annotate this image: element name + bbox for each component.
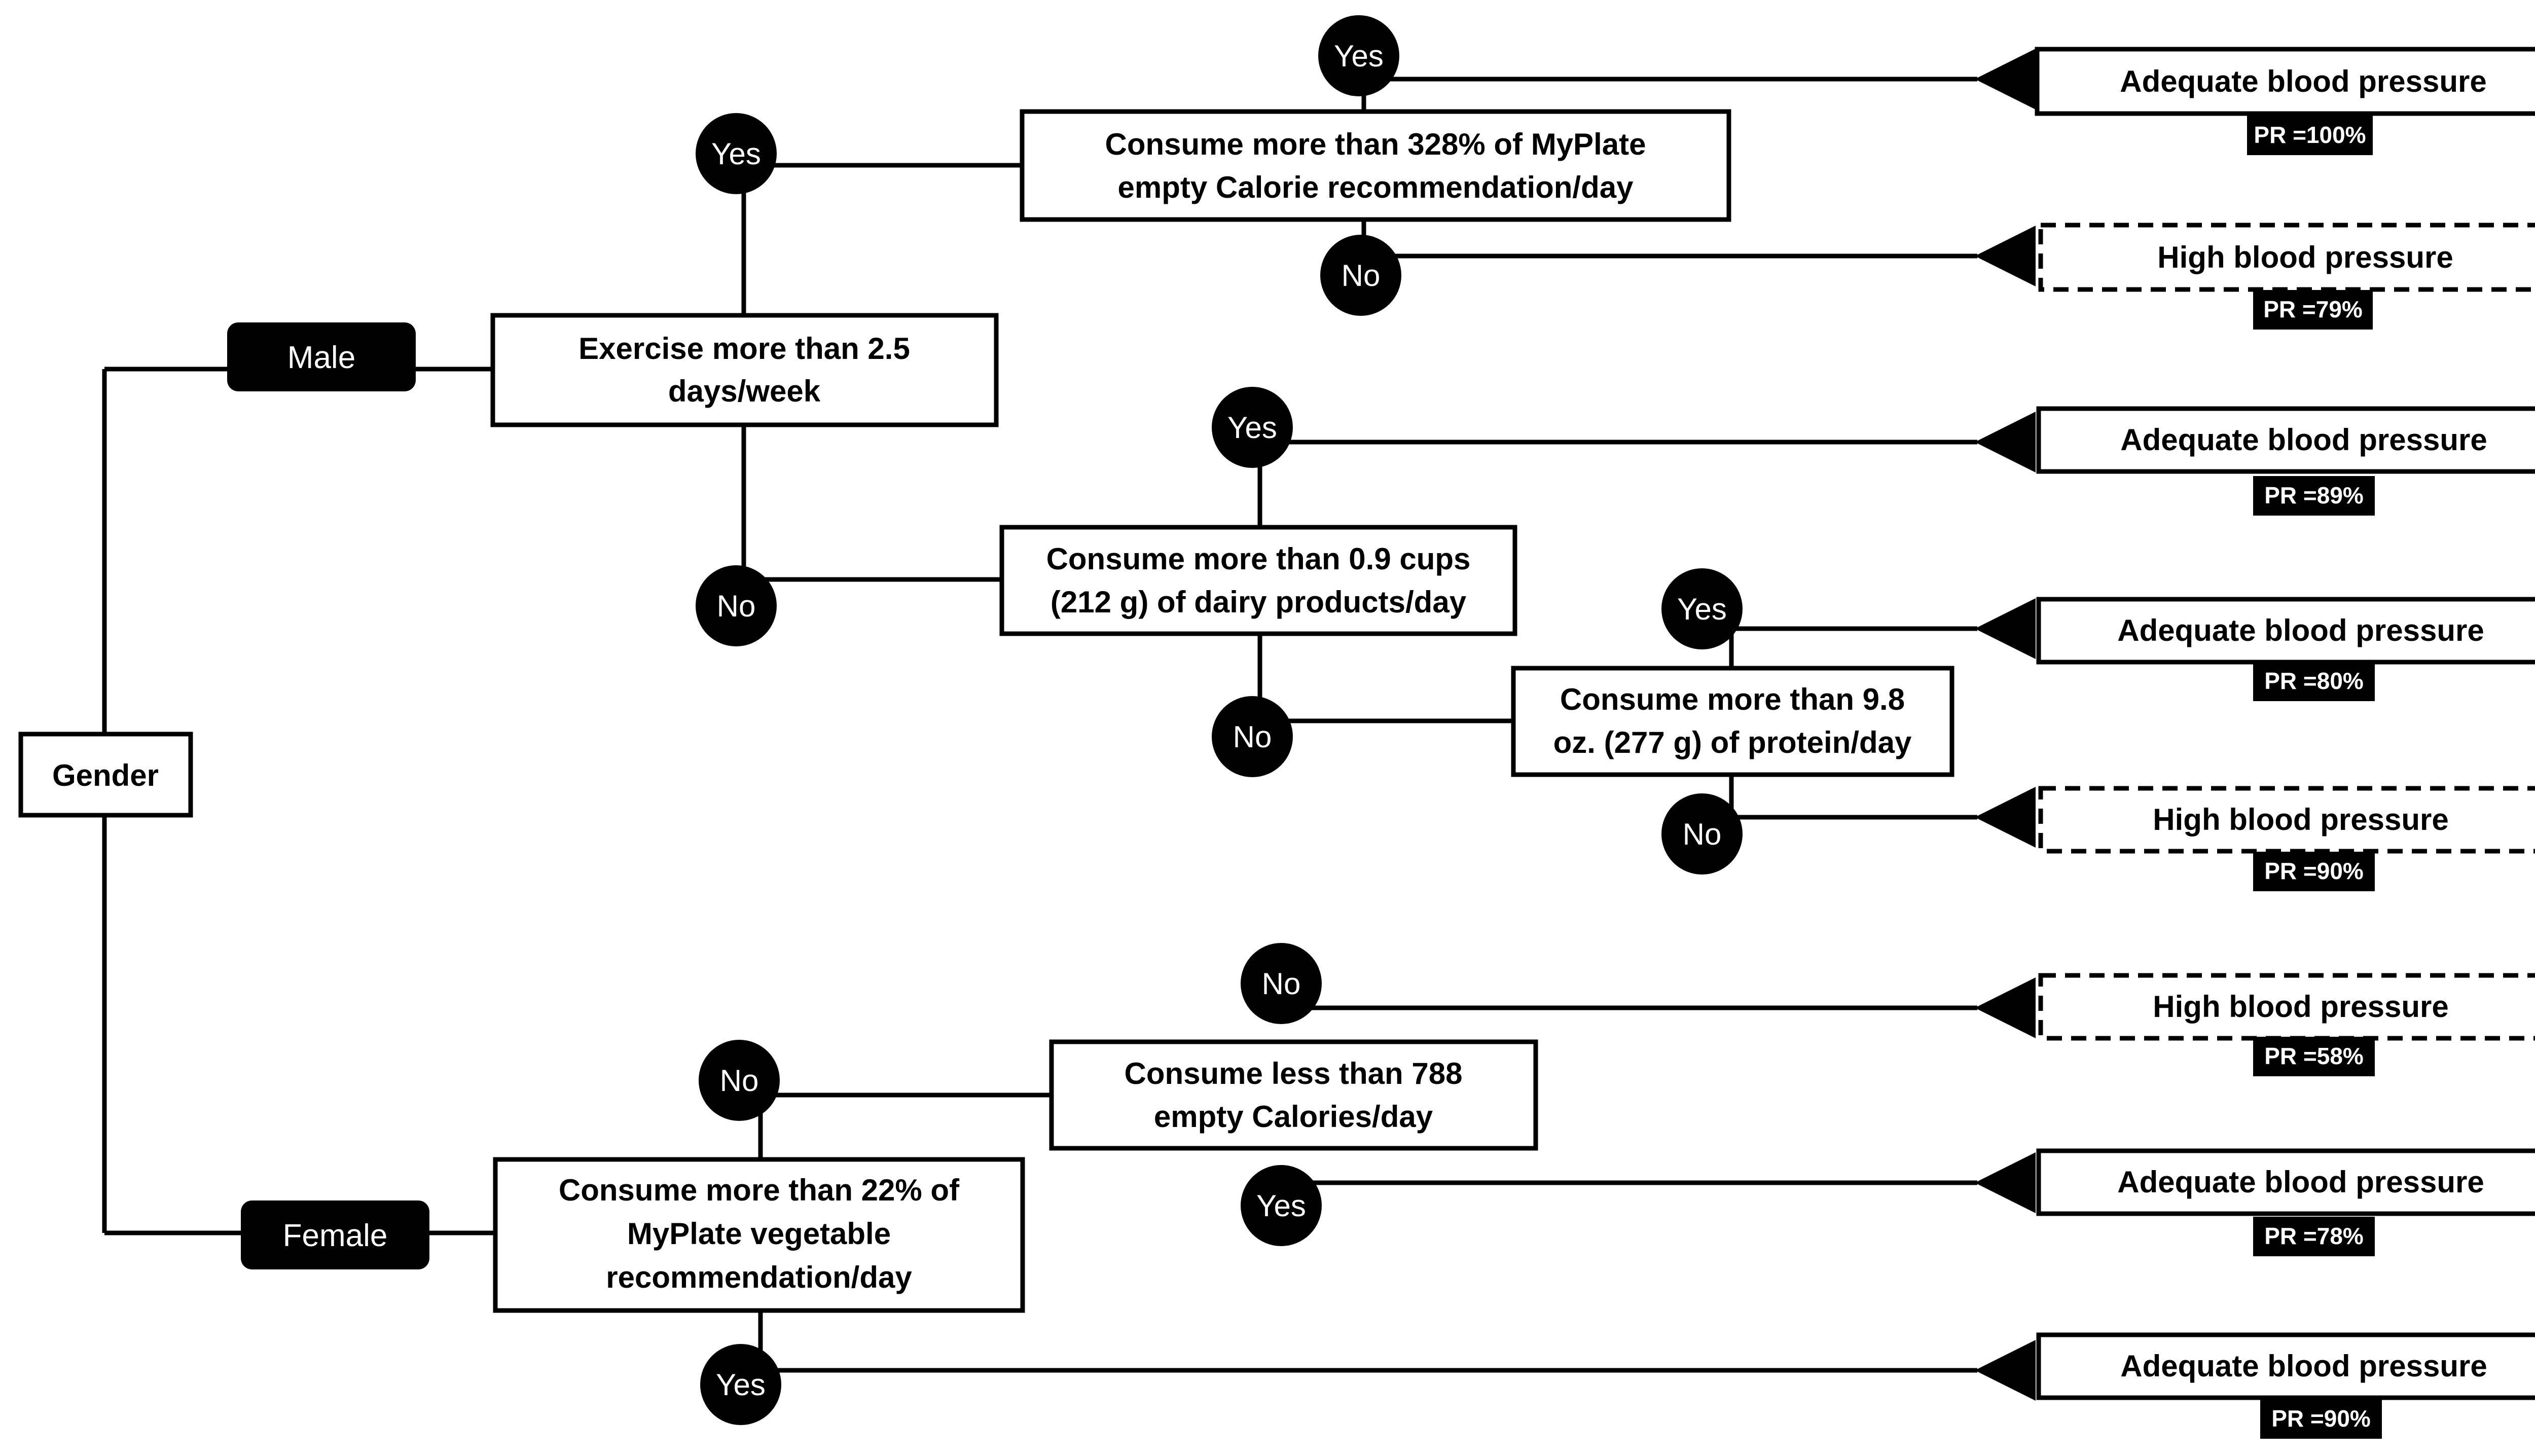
svg-text:No: No bbox=[1342, 259, 1381, 293]
svg-text:PR =89%: PR =89% bbox=[2264, 482, 2364, 508]
outcome-label-6: High blood pressure bbox=[2153, 990, 2448, 1024]
male-label: Male bbox=[287, 340, 355, 375]
empty-calorie-percent-yes-circle: Yes bbox=[1318, 15, 1399, 96]
protein-line-1: Consume more than 9.8 bbox=[1560, 682, 1905, 716]
svg-text:No: No bbox=[717, 589, 756, 623]
pr-badge-4: PR =80% bbox=[2253, 662, 2375, 701]
arrowhead-outcome-4 bbox=[1975, 598, 2036, 659]
outcome-box-1: Adequate blood pressure bbox=[2035, 47, 2535, 116]
outcome-label-7: Adequate blood pressure bbox=[2117, 1165, 2484, 1199]
dairy-no-circle: No bbox=[1212, 696, 1293, 777]
svg-text:Yes: Yes bbox=[1334, 39, 1384, 73]
svg-text:No: No bbox=[720, 1064, 759, 1098]
vegetable-line-1: Consume more than 22% of bbox=[559, 1173, 960, 1207]
female-label: Female bbox=[283, 1218, 388, 1253]
vegetable-line-3: recommendation/day bbox=[606, 1260, 912, 1294]
protein-yes-circle: Yes bbox=[1661, 568, 1743, 649]
outcome-label-1: Adequate blood pressure bbox=[2120, 64, 2486, 98]
answer-circles: Yes No Yes No Yes No Yes No bbox=[696, 15, 1743, 1425]
outcome-label-8: Adequate blood pressure bbox=[2120, 1349, 2487, 1383]
pr-badge-8: PR =90% bbox=[2260, 1399, 2382, 1439]
exercise-line-2: days/week bbox=[668, 374, 821, 408]
exercise-line-1: Exercise more than 2.5 bbox=[578, 332, 910, 366]
pr-badge-3: PR =89% bbox=[2253, 476, 2375, 516]
outcome-label-5: High blood pressure bbox=[2153, 803, 2448, 836]
outcome-label-3: Adequate blood pressure bbox=[2120, 423, 2487, 457]
protein-line-2: oz. (277 g) of protein/day bbox=[1553, 725, 1912, 759]
outcome-box-7: Adequate blood pressure bbox=[2036, 1148, 2535, 1216]
empty-calories-less-line-1: Consume less than 788 bbox=[1125, 1057, 1463, 1090]
pr-badges: PR =100% PR =79% PR =89% PR =80% PR =90%… bbox=[2247, 116, 2382, 1439]
svg-text:Yes: Yes bbox=[711, 137, 761, 171]
empty-calorie-percent-line-1: Consume more than 328% of MyPlate bbox=[1105, 127, 1646, 161]
outcome-box-2: High blood pressure bbox=[2038, 223, 2535, 292]
svg-text:Yes: Yes bbox=[716, 1368, 766, 1402]
pr-badge-7: PR =78% bbox=[2253, 1217, 2375, 1256]
empty-calories-less-decision-box: Consume less than 788 empty Calories/day bbox=[1049, 1039, 1538, 1151]
protein-no-circle: No bbox=[1661, 793, 1743, 875]
vegetable-line-2: MyPlate vegetable bbox=[627, 1217, 891, 1251]
pr-badge-1: PR =100% bbox=[2247, 116, 2373, 155]
svg-text:PR =90%: PR =90% bbox=[2271, 1405, 2371, 1432]
exercise-decision-box: Exercise more than 2.5 days/week bbox=[490, 313, 999, 427]
outcome-label-4: Adequate blood pressure bbox=[2117, 613, 2484, 647]
outcome-box-8: Adequate blood pressure bbox=[2036, 1332, 2535, 1400]
svg-text:PR =80%: PR =80% bbox=[2264, 668, 2364, 694]
svg-text:Yes: Yes bbox=[1677, 592, 1727, 626]
empty-calories-less-no-circle: No bbox=[1241, 943, 1322, 1024]
pr-badge-5: PR =90% bbox=[2253, 852, 2375, 891]
arrowheads bbox=[1975, 49, 2036, 1401]
vegetable-yes-circle: Yes bbox=[700, 1344, 781, 1425]
female-branch-pill: Female bbox=[241, 1200, 429, 1269]
outcome-box-3: Adequate blood pressure bbox=[2036, 406, 2535, 474]
svg-text:PR =90%: PR =90% bbox=[2264, 858, 2364, 884]
svg-text:No: No bbox=[1262, 967, 1301, 1001]
male-branch-pill: Male bbox=[227, 322, 416, 391]
empty-calorie-percent-decision-box: Consume more than 328% of MyPlate empty … bbox=[1020, 109, 1731, 222]
outcome-boxes: Adequate blood pressure High blood press… bbox=[2035, 47, 2535, 1400]
exercise-yes-circle: Yes bbox=[696, 113, 777, 194]
svg-text:Yes: Yes bbox=[1256, 1189, 1306, 1223]
vegetable-decision-box: Consume more than 22% of MyPlate vegetab… bbox=[493, 1157, 1025, 1313]
dairy-line-2: (212 g) of dairy products/day bbox=[1051, 585, 1467, 619]
arrowhead-outcome-3 bbox=[1975, 412, 2036, 472]
protein-decision-box: Consume more than 9.8 oz. (277 g) of pro… bbox=[1511, 666, 1954, 777]
exercise-no-circle: No bbox=[696, 565, 777, 646]
svg-text:PR =58%: PR =58% bbox=[2264, 1043, 2364, 1069]
outcome-box-5: High blood pressure bbox=[2038, 786, 2535, 854]
connector-lines bbox=[102, 56, 1977, 1373]
gender-label: Gender bbox=[52, 758, 159, 792]
empty-calories-less-yes-circle: Yes bbox=[1241, 1165, 1322, 1246]
arrowhead-outcome-5 bbox=[1975, 787, 2036, 848]
outcome-box-6: High blood pressure bbox=[2038, 973, 2535, 1041]
arrowhead-outcome-7 bbox=[1975, 1152, 2036, 1213]
arrowhead-outcome-1 bbox=[1975, 49, 2036, 110]
svg-text:Yes: Yes bbox=[1227, 411, 1277, 445]
dairy-line-1: Consume more than 0.9 cups bbox=[1046, 542, 1471, 576]
arrowhead-outcome-8 bbox=[1975, 1340, 2036, 1401]
arrowhead-outcome-6 bbox=[1975, 977, 2036, 1038]
empty-calorie-percent-no-circle: No bbox=[1320, 235, 1401, 316]
empty-calories-less-line-2: empty Calories/day bbox=[1154, 1100, 1433, 1134]
empty-calorie-percent-line-2: empty Calorie recommendation/day bbox=[1118, 170, 1634, 204]
outcome-label-2: High blood pressure bbox=[2157, 240, 2453, 274]
svg-text:No: No bbox=[1683, 817, 1722, 851]
gender-node: Gender bbox=[18, 732, 193, 818]
dairy-yes-circle: Yes bbox=[1212, 387, 1293, 468]
pr-badge-2: PR =79% bbox=[2253, 290, 2373, 330]
svg-text:PR =78%: PR =78% bbox=[2264, 1223, 2364, 1249]
outcome-box-4: Adequate blood pressure bbox=[2036, 597, 2535, 665]
svg-text:PR =79%: PR =79% bbox=[2263, 296, 2363, 322]
arrowhead-outcome-2 bbox=[1975, 226, 2036, 286]
vegetable-no-circle: No bbox=[699, 1040, 780, 1121]
svg-text:PR =100%: PR =100% bbox=[2254, 122, 2366, 148]
dairy-decision-box: Consume more than 0.9 cups (212 g) of da… bbox=[999, 525, 1517, 636]
pr-badge-6: PR =58% bbox=[2253, 1037, 2375, 1076]
svg-text:No: No bbox=[1233, 720, 1272, 754]
